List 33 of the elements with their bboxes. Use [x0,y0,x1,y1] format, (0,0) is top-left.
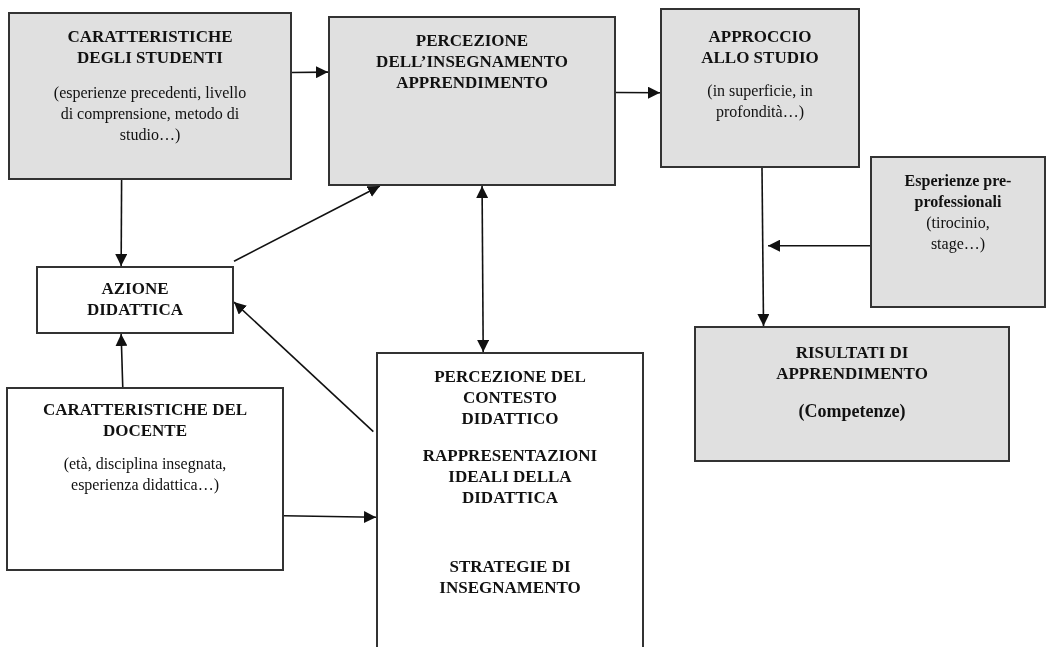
process-box [6,387,284,571]
process-box [376,352,644,647]
box-note: (età, disciplina insegnata, esperienza didattica…) [62,454,228,495]
box-heading: PERCEZIONE DEL CONTESTO DIDATTICO [433,366,587,429]
box-heading: CARATTERISTICHE DEGLI STUDENTI [66,26,234,68]
box-heading: STRATEGIE DI INSEGNAMENTO [438,556,582,598]
arrow [233,301,375,433]
process-box [870,156,1046,308]
arrow [291,66,329,79]
box-note: (esperienze precedenti, livello di comprensione, metodo di studio…) [52,83,248,145]
box-heading: CARATTERISTICHE DEL DOCENTE [41,399,249,441]
process-box [8,12,292,180]
arrow [476,185,490,353]
box-heading: (Competenze) [798,400,906,422]
arrow [233,185,381,263]
process-box [694,326,1010,462]
box-heading: APPROCCIO ALLO STUDIO [700,26,820,68]
box-note: (in superficie, in profondità…) [706,81,814,122]
arrow [115,179,128,267]
box-heading: Esperienze pre-professionali [903,171,1013,212]
box-heading: RISULTATI DI APPRENDIMENTO [775,342,929,384]
arrow [115,333,128,388]
box-heading: RAPPRESENTAZIONI IDEALI DELLA DIDATTICA [421,445,599,508]
box-note: (tirocinio, stage…) [925,213,991,254]
box-heading: AZIONE DIDATTICA [85,278,184,320]
process-box [660,8,860,168]
box-heading: PERCEZIONE DELL’INSEGNAMENTO APPRENDIMENTO [375,30,569,93]
arrow [767,239,871,252]
arrow [283,511,377,523]
arrow [757,167,770,327]
arrow [615,86,661,99]
process-box [328,16,616,186]
process-box [36,266,234,334]
